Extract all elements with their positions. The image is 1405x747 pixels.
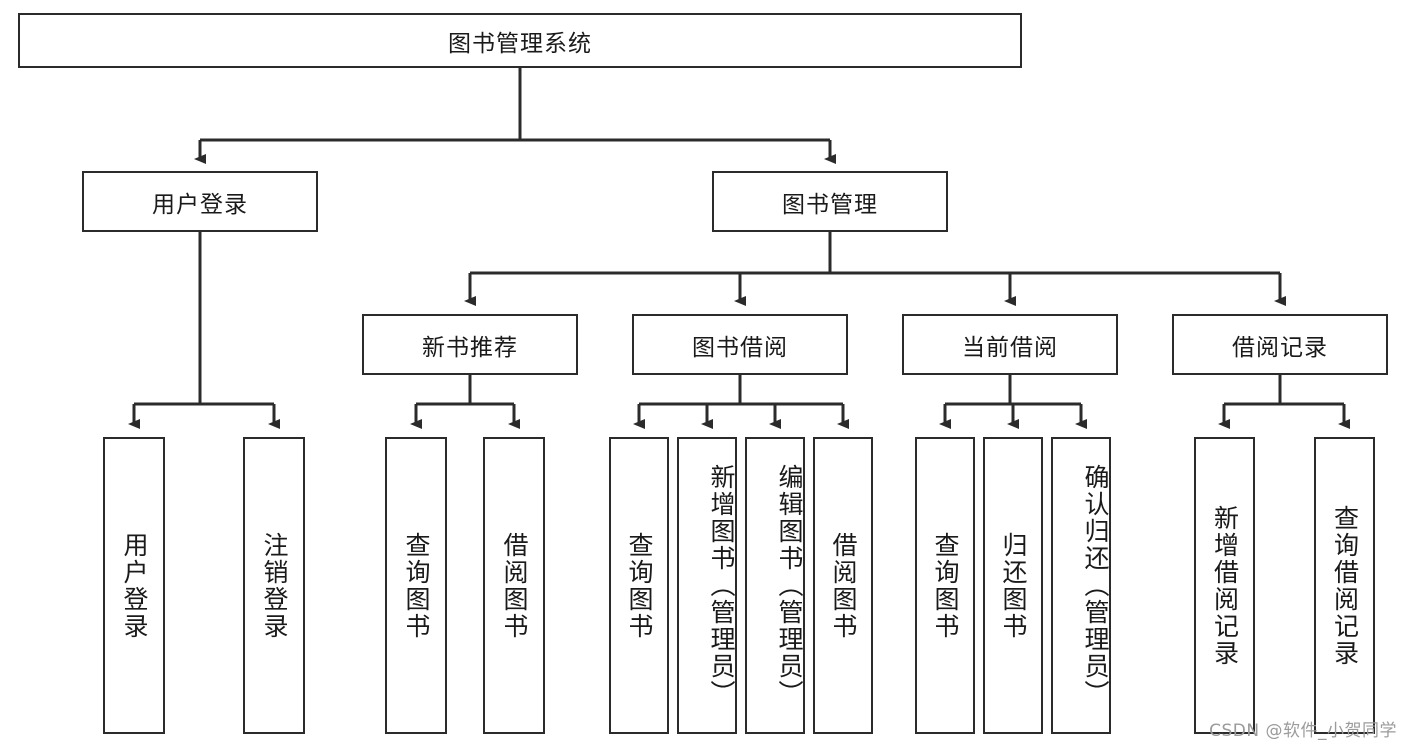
leaf-add-book-admin-label: 新增图书（管理员） [707, 464, 736, 707]
node-user-login[interactable]: 用户登录 [82, 171, 318, 232]
node-user-login-label: 用户登录 [152, 191, 248, 218]
leaf-add-book-admin[interactable]: 新增图书（管理员） [677, 437, 737, 734]
leaf-borrow-book-1[interactable]: 借阅图书 [483, 437, 545, 734]
leaf-confirm-return-admin[interactable]: 确认归还（管理员） [1051, 437, 1111, 734]
leaf-add-borrow-record-label: 新增借阅记录 [1210, 504, 1240, 667]
leaf-logout[interactable]: 注销登录 [243, 437, 305, 734]
leaf-query-borrow-record[interactable]: 查询借阅记录 [1314, 437, 1375, 734]
leaf-query-book-3[interactable]: 查询图书 [915, 437, 975, 734]
leaf-edit-book-admin[interactable]: 编辑图书（管理员） [745, 437, 805, 734]
leaf-add-borrow-record[interactable]: 新增借阅记录 [1194, 437, 1255, 734]
node-borrow-record[interactable]: 借阅记录 [1172, 314, 1388, 375]
leaf-borrow-book-2[interactable]: 借阅图书 [813, 437, 873, 734]
leaf-return-book-label: 归还图书 [999, 531, 1028, 640]
leaf-query-book-2-label: 查询图书 [625, 531, 654, 640]
leaf-query-book-1-label: 查询图书 [402, 531, 431, 640]
node-current-borrow-label: 当前借阅 [962, 334, 1058, 361]
node-root[interactable]: 图书管理系统 [18, 13, 1022, 68]
leaf-query-borrow-record-label: 查询借阅记录 [1330, 504, 1360, 667]
leaf-edit-book-admin-label: 编辑图书（管理员） [775, 464, 804, 707]
node-root-label: 图书管理系统 [448, 30, 592, 57]
leaf-query-book-1[interactable]: 查询图书 [385, 437, 447, 734]
leaf-logout-label: 注销登录 [260, 531, 289, 640]
leaf-confirm-return-admin-label: 确认归还（管理员） [1081, 464, 1110, 707]
leaf-borrow-book-1-label: 借阅图书 [500, 531, 529, 640]
node-book-borrow-label: 图书借阅 [692, 334, 788, 361]
node-book-manage[interactable]: 图书管理 [712, 171, 948, 232]
leaf-query-book-2[interactable]: 查询图书 [609, 437, 669, 734]
leaf-borrow-book-2-label: 借阅图书 [829, 531, 858, 640]
leaf-user-login-label: 用户登录 [120, 531, 149, 640]
leaf-user-login[interactable]: 用户登录 [103, 437, 165, 734]
node-new-book-recommend[interactable]: 新书推荐 [362, 314, 578, 375]
node-new-book-recommend-label: 新书推荐 [422, 334, 518, 361]
node-book-manage-label: 图书管理 [782, 191, 878, 218]
leaf-query-book-3-label: 查询图书 [931, 531, 960, 640]
node-borrow-record-label: 借阅记录 [1232, 334, 1328, 361]
csdn-watermark: CSDN @软件_小贺同学 [1209, 721, 1397, 741]
node-book-borrow[interactable]: 图书借阅 [632, 314, 848, 375]
leaf-return-book[interactable]: 归还图书 [983, 437, 1043, 734]
node-current-borrow[interactable]: 当前借阅 [902, 314, 1118, 375]
